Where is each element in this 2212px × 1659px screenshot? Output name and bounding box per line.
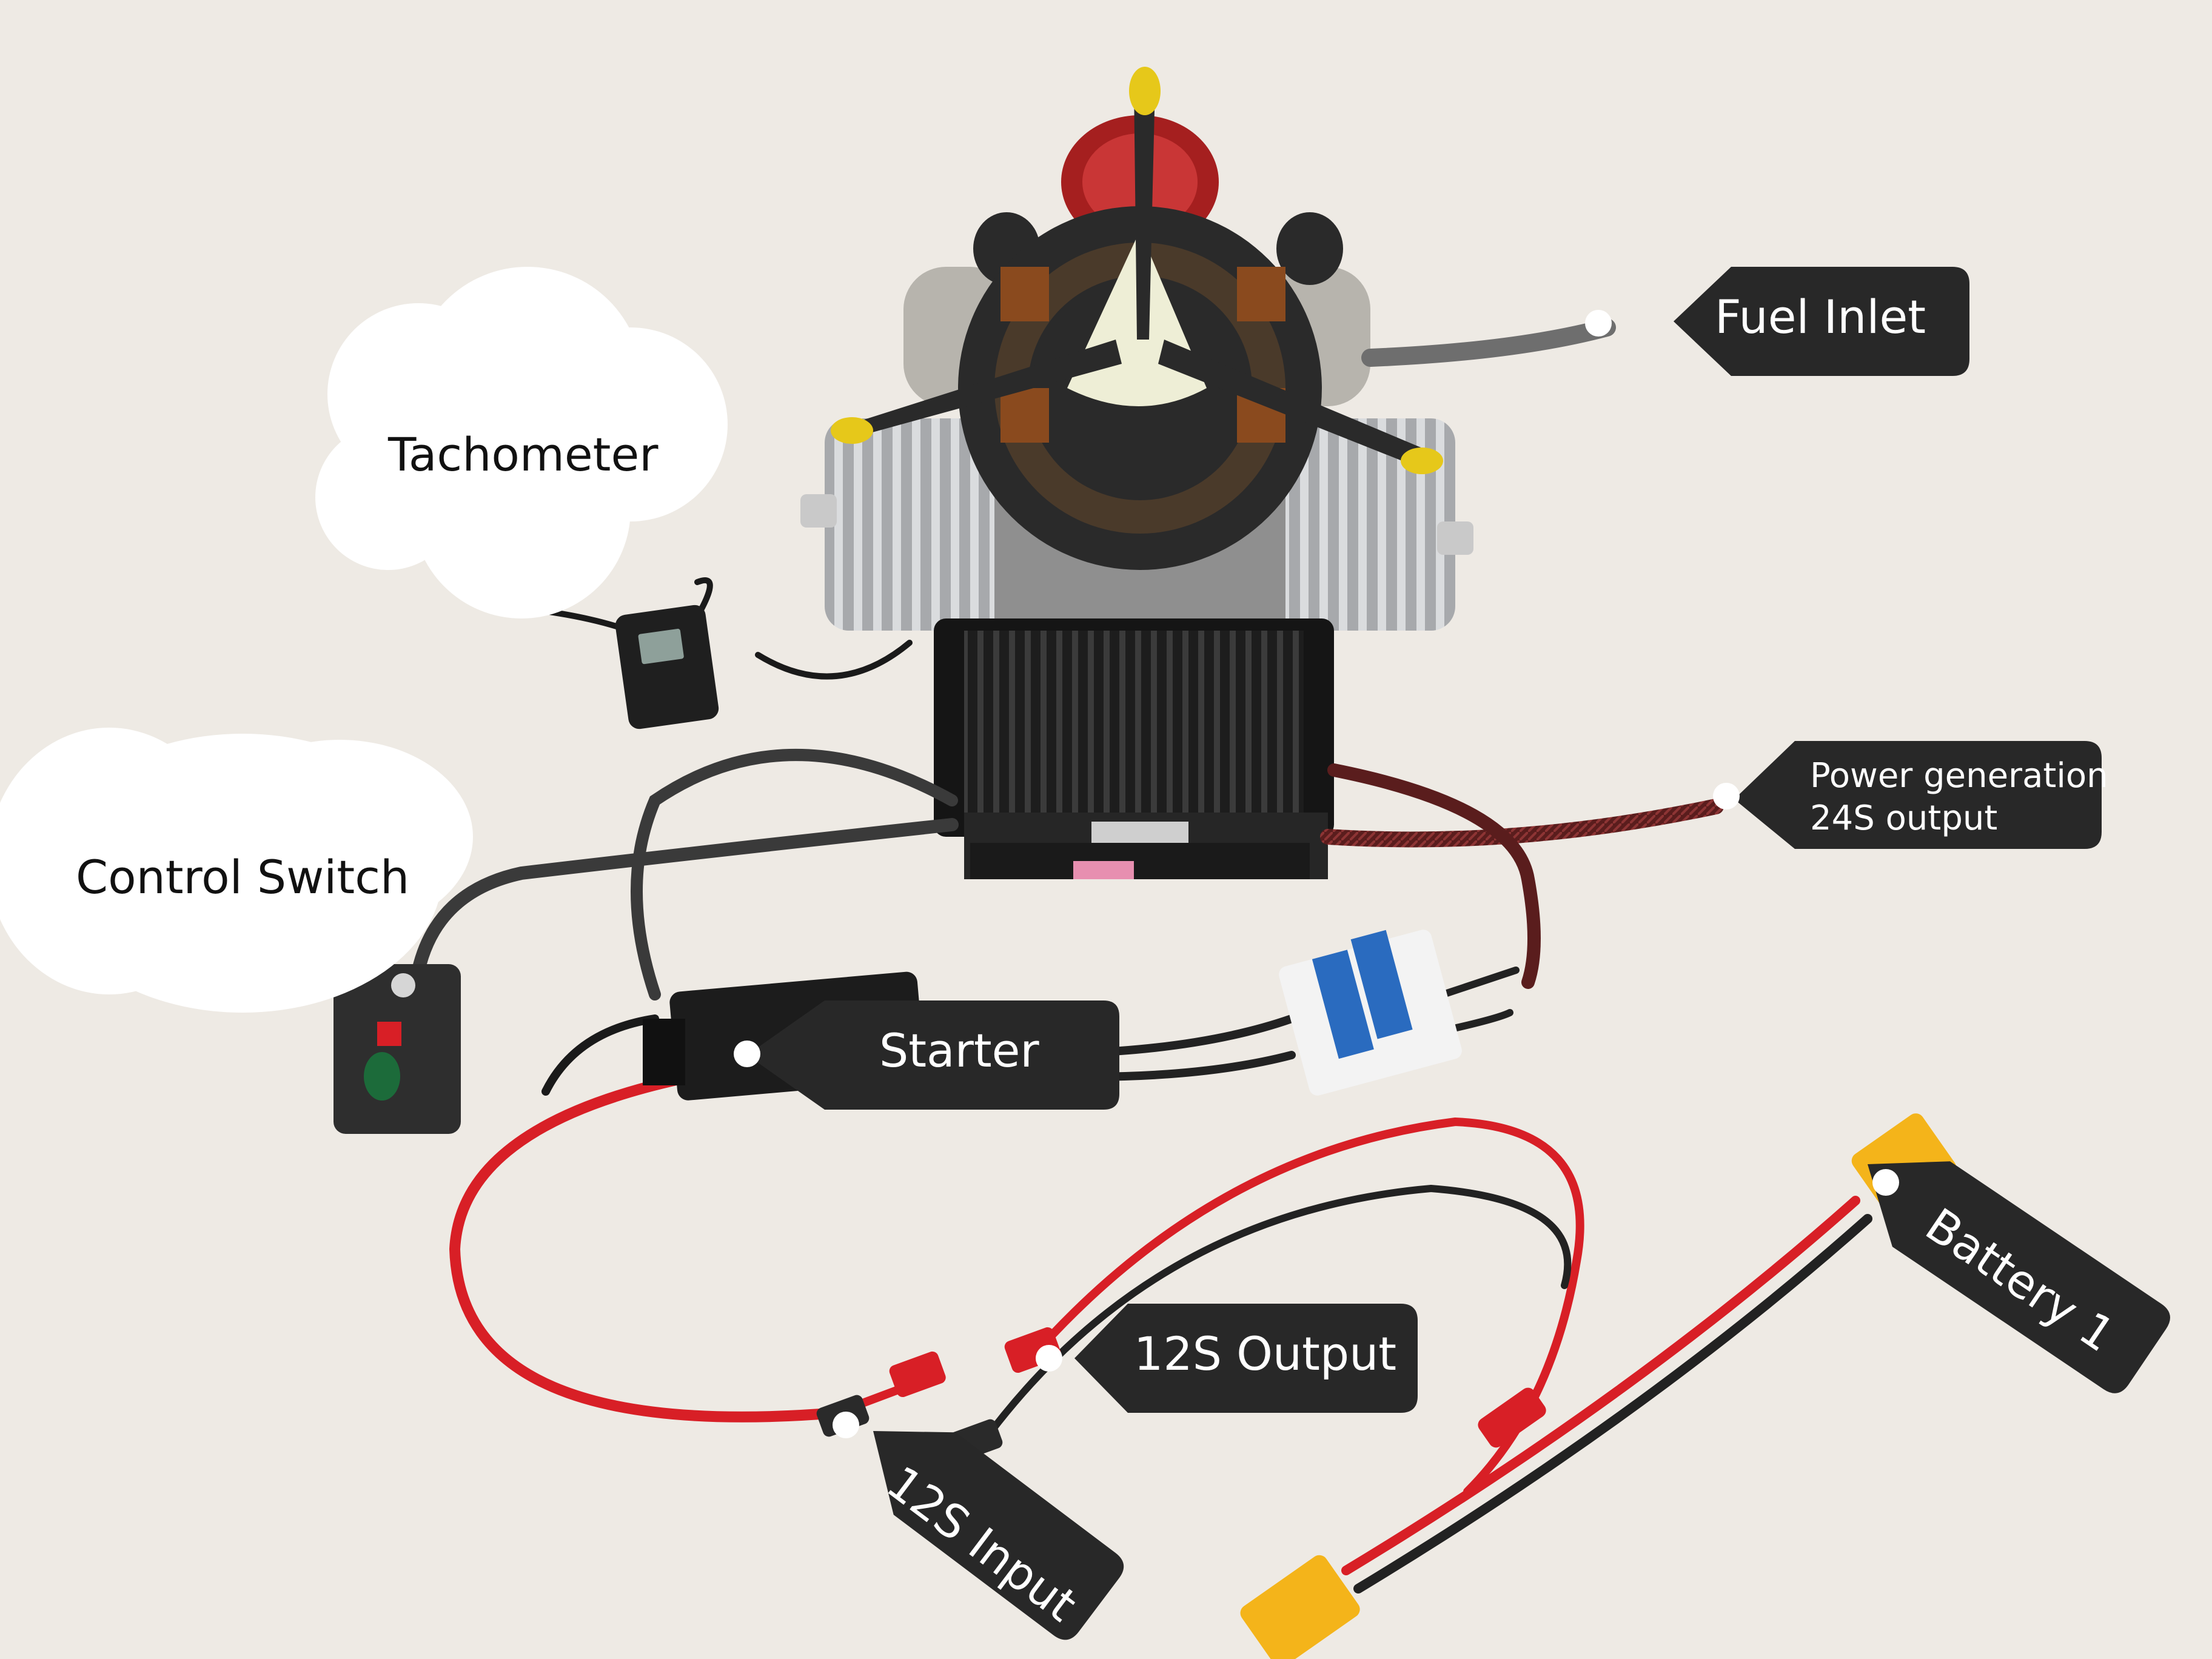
pointer-dots xyxy=(734,310,1899,1438)
engine-unit xyxy=(800,67,1473,879)
label-control-switch: Control Switch xyxy=(76,850,410,904)
label-12s-output: 12S Output xyxy=(1134,1327,1397,1381)
wiring xyxy=(412,318,1872,1594)
fuel-inlet-tag xyxy=(1674,267,1969,376)
cloud-backgrounds xyxy=(0,267,728,1013)
label-power-generation-line1: Power generation xyxy=(1810,756,2108,796)
label-fuel-inlet: Fuel Inlet xyxy=(1715,290,1926,344)
starter-tag xyxy=(747,1000,1119,1110)
output-12s-tag xyxy=(1074,1304,1418,1413)
components xyxy=(333,605,1957,1659)
label-starter: Starter xyxy=(879,1024,1039,1078)
tag-shapes xyxy=(747,267,2170,1640)
power-generation-tag xyxy=(1734,741,2102,849)
label-power-generation-line2: 24S output xyxy=(1810,799,1998,838)
label-tachometer: Tachometer xyxy=(388,427,659,481)
label-power-generation: Power generation 24S output xyxy=(1810,755,2108,840)
